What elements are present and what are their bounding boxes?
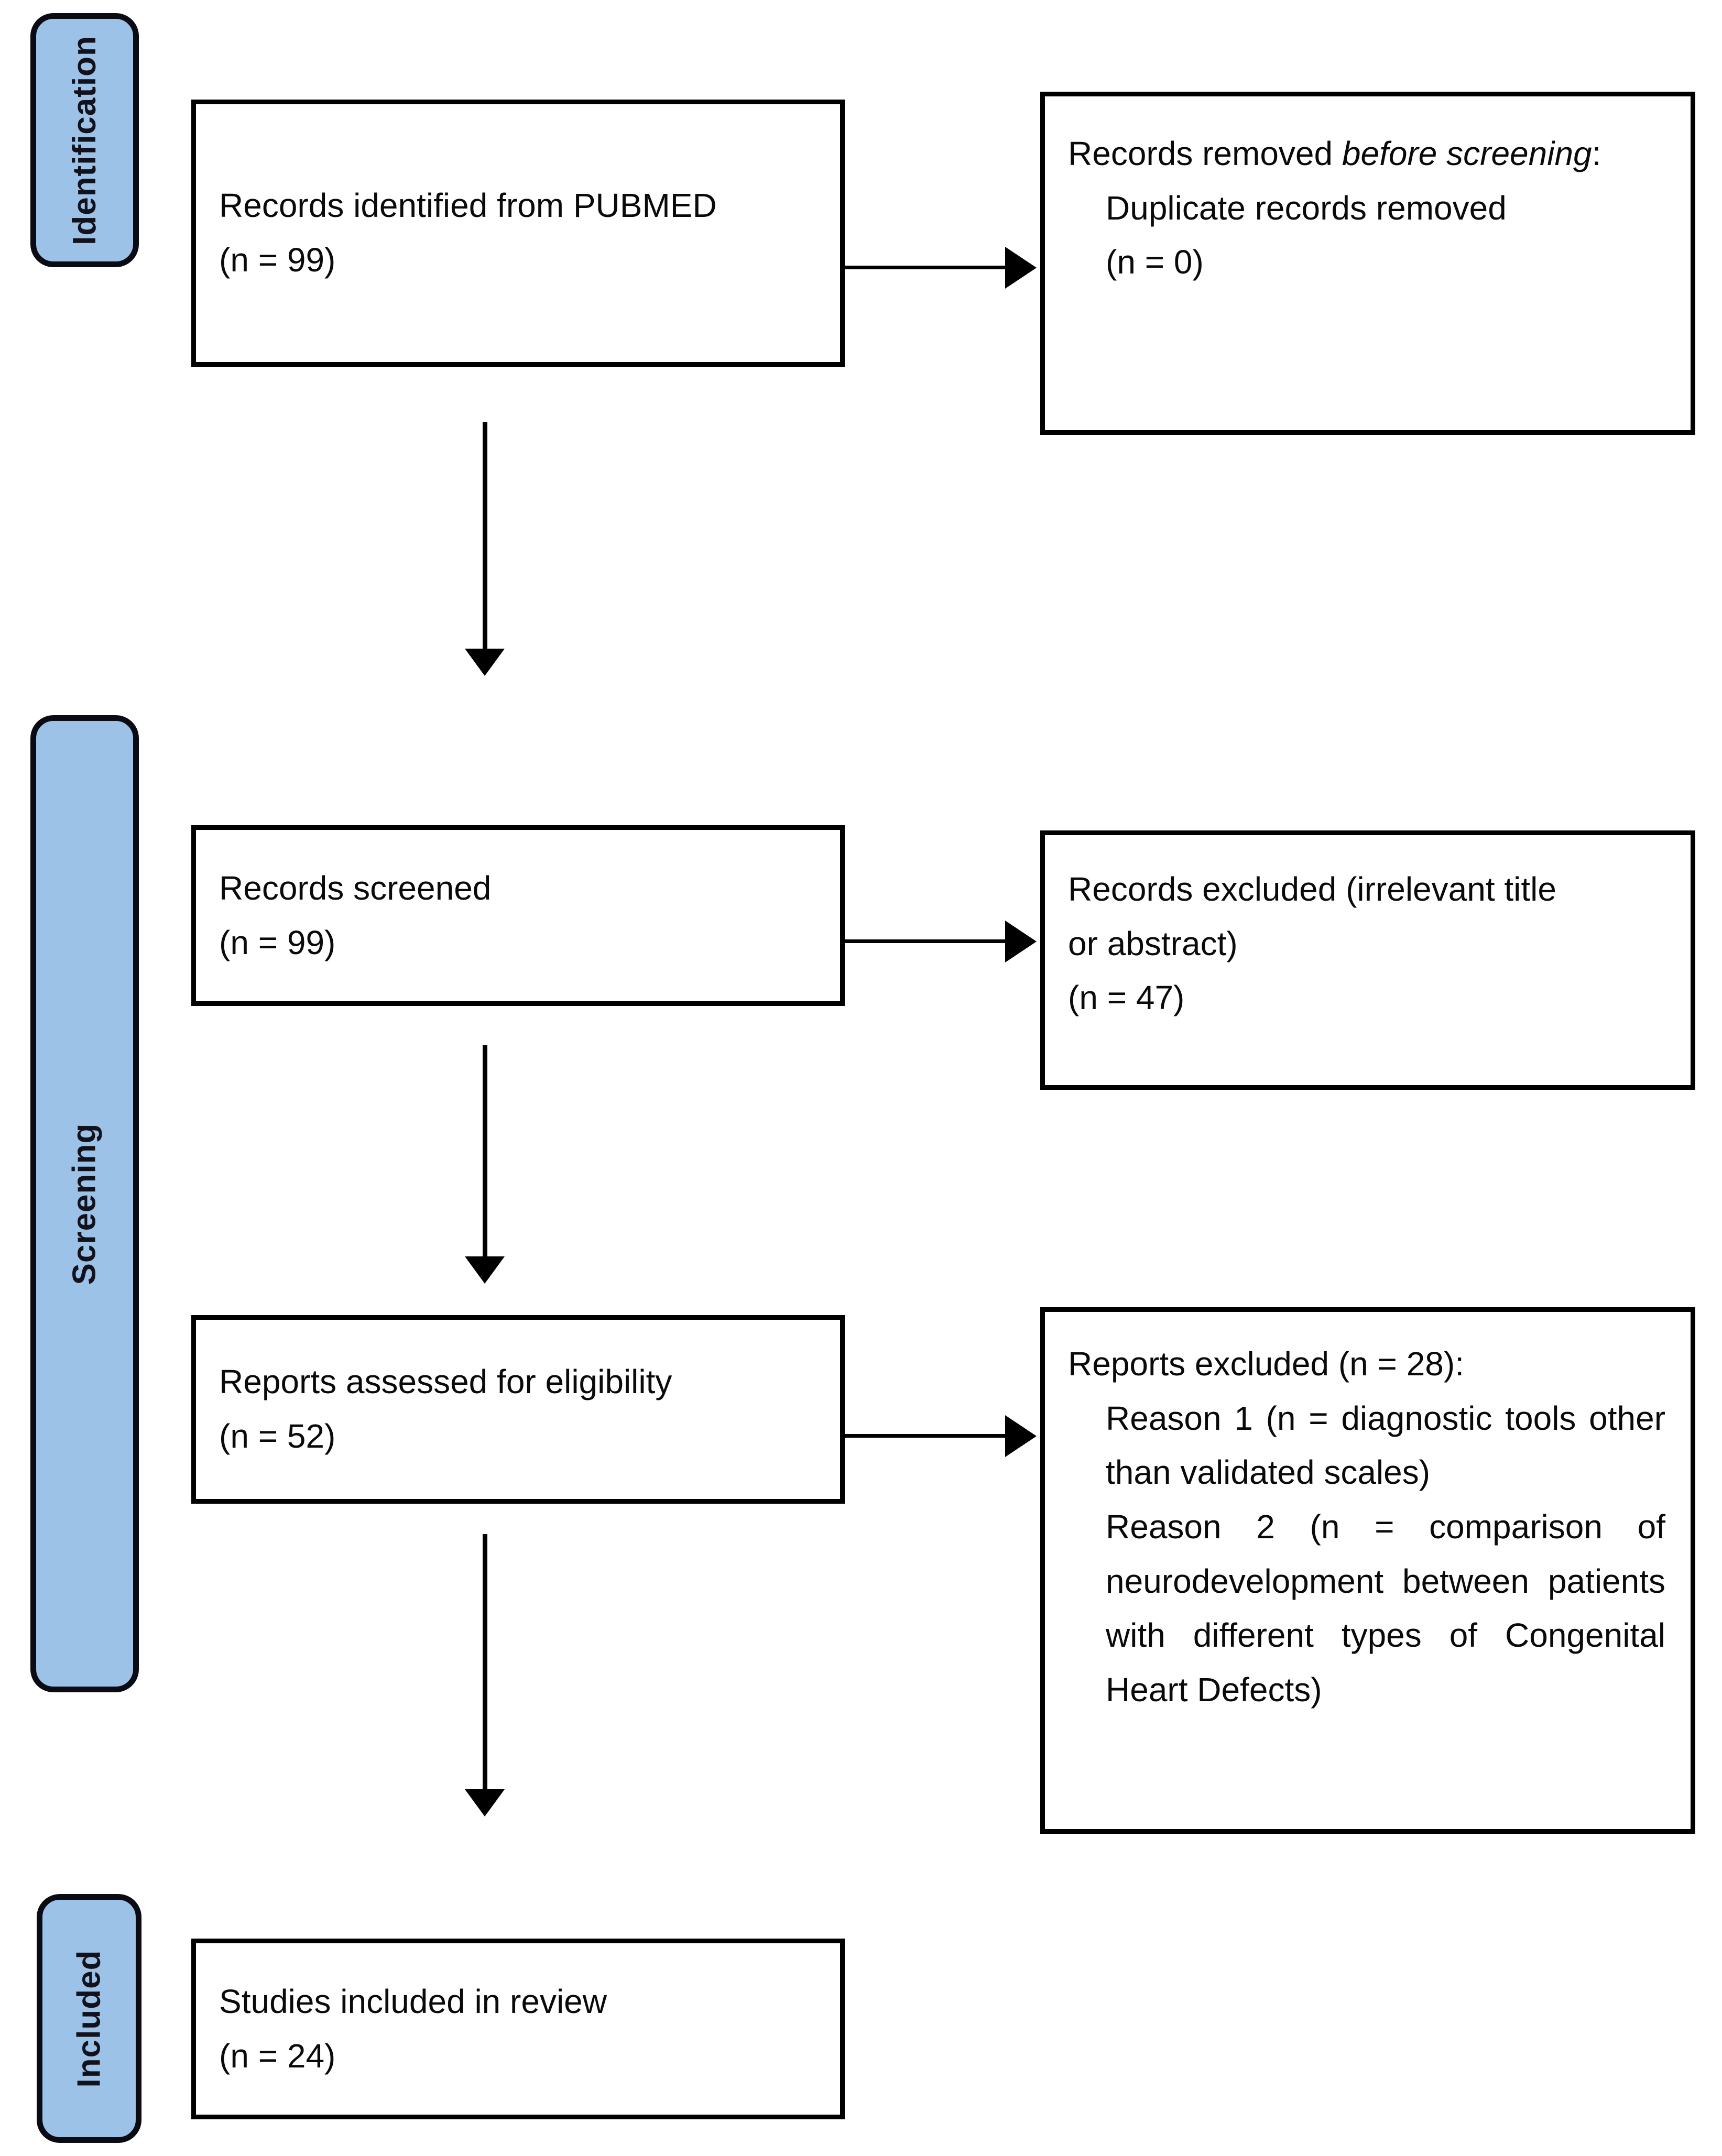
box-reports-excluded: Reports excluded (n = 28): Reason 1 (n =… bbox=[1040, 1307, 1695, 1834]
duplicate-records-removed-text: Duplicate records removed bbox=[1106, 189, 1507, 227]
reports-assessed-label: Reports assessed for eligibility bbox=[219, 1363, 672, 1401]
box-records-removed: Records removed before screening: Duplic… bbox=[1040, 92, 1695, 435]
connector-identified-to-removed bbox=[845, 266, 1009, 269]
studies-included-count: (n = 24) bbox=[219, 2037, 336, 2075]
stage-pill-included: Included bbox=[37, 1894, 141, 2143]
box-records-excluded: Records excluded (irrelevant title or ab… bbox=[1040, 830, 1695, 1090]
box-records-identified: Records identified from PUBMED (n = 99) bbox=[191, 100, 845, 367]
records-identified-count: (n = 99) bbox=[219, 241, 336, 279]
connector-screened-to-assessed bbox=[483, 1045, 487, 1257]
records-excluded-count: (n = 47) bbox=[1068, 979, 1185, 1017]
connector-screened-to-excluded bbox=[845, 939, 1009, 943]
records-removed-heading-text: Records removed bbox=[1068, 135, 1342, 172]
connector-screened-to-excluded-arrowhead bbox=[1005, 921, 1037, 962]
studies-included-label: Studies included in review bbox=[219, 1982, 607, 2020]
connector-assessed-to-reports-excluded bbox=[845, 1434, 1009, 1438]
connector-identified-to-screened bbox=[483, 422, 487, 650]
reports-excluded-reason-2: Reason 2 (n = comparison of neurodevelop… bbox=[1106, 1508, 1665, 1709]
records-screened-count: (n = 99) bbox=[219, 923, 336, 961]
connector-assessed-to-included-arrowhead bbox=[465, 1789, 505, 1816]
box-records-screened: Records screened (n = 99) bbox=[191, 825, 845, 1006]
records-removed-heading-emphasis: before screening bbox=[1342, 135, 1592, 172]
records-excluded-label-line1: Records excluded (irrelevant title bbox=[1068, 870, 1556, 908]
records-removed-heading-colon: : bbox=[1592, 135, 1601, 172]
stage-label-screening: Screening bbox=[66, 1123, 103, 1285]
records-excluded-label-line2: or abstract) bbox=[1068, 924, 1238, 962]
records-screened-label: Records screened bbox=[219, 869, 492, 907]
duplicate-records-removed-count: (n = 0) bbox=[1106, 243, 1204, 281]
records-removed-heading: Records removed before screening: bbox=[1068, 127, 1665, 181]
stage-label-included: Included bbox=[71, 1950, 107, 2087]
reports-excluded-heading: Reports excluded (n = 28): bbox=[1068, 1345, 1464, 1383]
stage-pill-identification: Identification bbox=[30, 13, 139, 267]
reports-excluded-reason-1: Reason 1 (n = diagnostic tools other tha… bbox=[1106, 1399, 1665, 1492]
stage-pill-screening: Screening bbox=[30, 715, 139, 1692]
reports-assessed-count: (n = 52) bbox=[219, 1417, 336, 1455]
connector-identified-to-removed-arrowhead bbox=[1005, 247, 1037, 289]
connector-assessed-to-included bbox=[483, 1534, 487, 1791]
box-reports-assessed: Reports assessed for eligibility (n = 52… bbox=[191, 1315, 845, 1504]
connector-identified-to-screened-arrowhead bbox=[465, 649, 505, 676]
connector-assessed-to-reports-excluded-arrowhead bbox=[1005, 1415, 1037, 1457]
stage-label-identification: Identification bbox=[66, 35, 103, 245]
records-identified-source: Records identified from PUBMED bbox=[219, 187, 717, 225]
box-studies-included: Studies included in review (n = 24) bbox=[191, 1939, 845, 2119]
connector-screened-to-assessed-arrowhead bbox=[465, 1256, 505, 1284]
